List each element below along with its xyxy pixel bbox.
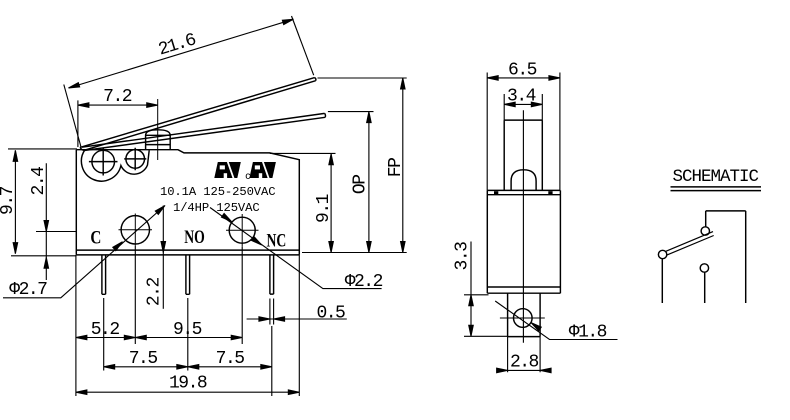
svg-text:9.7: 9.7 (0, 186, 18, 215)
svg-text:19.8: 19.8 (169, 374, 207, 394)
svg-text:1/4HP 125VAC: 1/4HP 125VAC (173, 201, 260, 215)
svg-text:7.5: 7.5 (129, 349, 158, 369)
svg-text:FP: FP (386, 158, 406, 177)
svg-text:10.1A 125-250VAC: 10.1A 125-250VAC (160, 185, 275, 199)
svg-text:Φ2.7: Φ2.7 (9, 280, 47, 300)
svg-text:NO: NO (184, 226, 205, 248)
svg-text:Φ2.2: Φ2.2 (345, 272, 383, 292)
svg-text:7.5: 7.5 (216, 349, 245, 369)
svg-text:5.2: 5.2 (91, 320, 120, 340)
svg-text:9.1: 9.1 (314, 194, 334, 223)
svg-text:9.5: 9.5 (173, 320, 202, 340)
svg-text:3.3: 3.3 (453, 242, 473, 271)
svg-text:OP: OP (350, 175, 370, 194)
svg-text:7.2: 7.2 (103, 87, 132, 107)
svg-text:3.4: 3.4 (507, 86, 536, 106)
svg-text:2.4: 2.4 (29, 167, 49, 196)
svg-text:6.5: 6.5 (508, 60, 537, 80)
svg-text:0.5: 0.5 (316, 304, 345, 324)
svg-text:SCHEMATIC: SCHEMATIC (672, 167, 758, 187)
svg-text:2.2: 2.2 (144, 278, 164, 307)
svg-text:C: C (90, 227, 101, 248)
svg-text:2.8: 2.8 (510, 352, 539, 372)
svg-text:NC: NC (267, 229, 287, 251)
svg-text:Φ1.8: Φ1.8 (569, 322, 607, 342)
svg-text:c: c (245, 170, 250, 182)
